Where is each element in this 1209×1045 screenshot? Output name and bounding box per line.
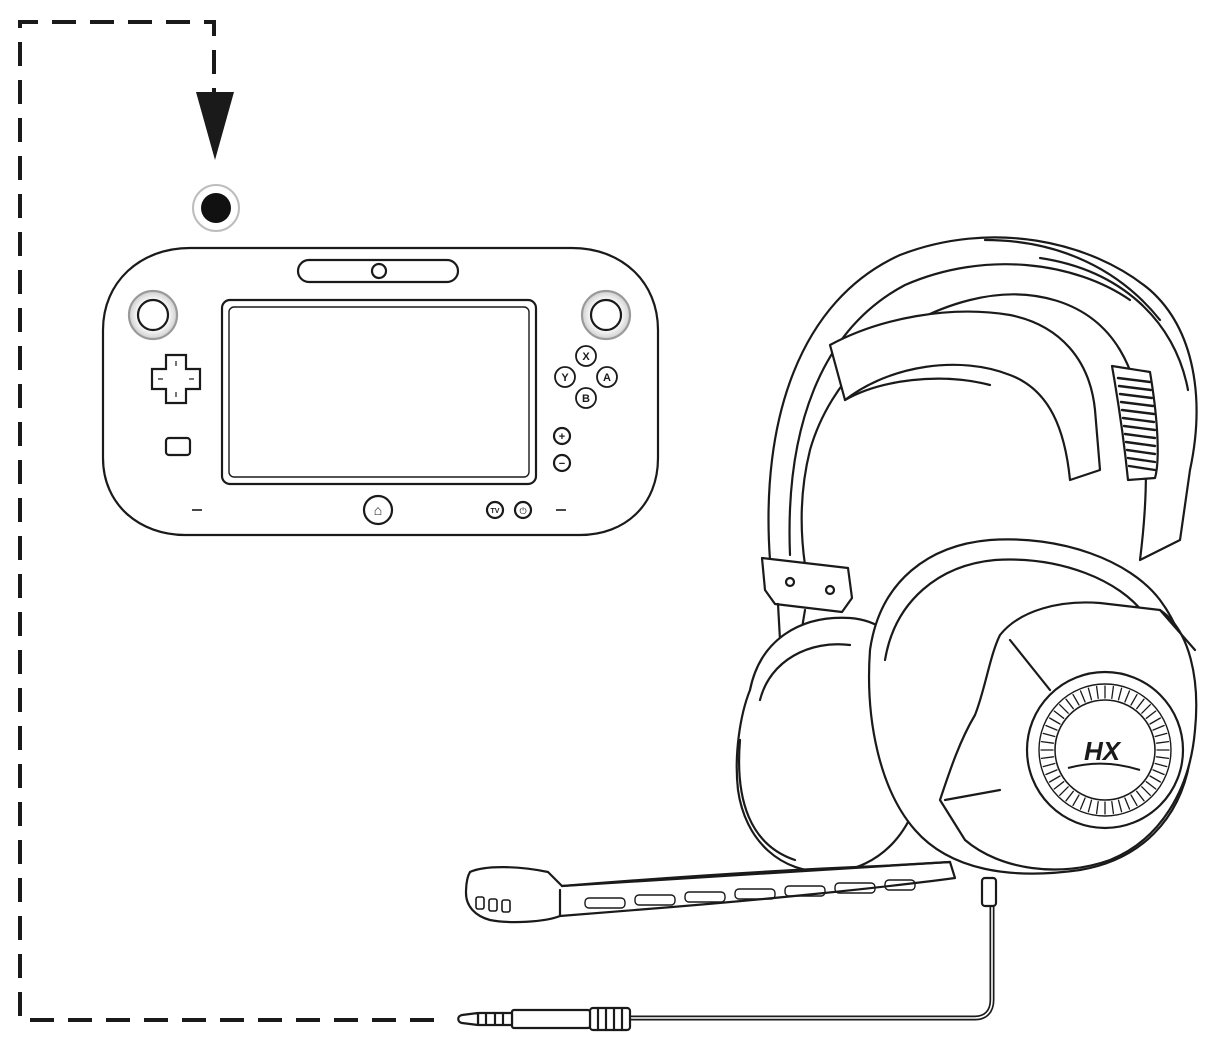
plus-label: +	[559, 431, 565, 443]
tv-label: TV	[491, 508, 500, 515]
grille-tick	[1048, 775, 1061, 783]
grille-tick	[1048, 717, 1061, 725]
dpad-icon	[150, 353, 202, 405]
grille-tick	[1087, 799, 1093, 813]
grille-tick	[1111, 800, 1115, 815]
grille-tick	[1079, 690, 1086, 703]
grille-tick	[1065, 698, 1074, 710]
grille-tick	[1117, 687, 1123, 701]
headset-logo-text: HX	[1084, 736, 1122, 766]
tv-button	[485, 500, 505, 520]
grille-tick	[1155, 756, 1170, 760]
grille-tick	[1065, 790, 1074, 802]
sensor-button	[164, 436, 192, 457]
grille-tick	[1059, 704, 1069, 714]
minus-button	[552, 453, 572, 473]
grille-tick	[1141, 704, 1151, 714]
grille-tick	[1130, 794, 1138, 807]
minus-label: −	[559, 458, 565, 470]
power-label: ⏻	[519, 506, 526, 516]
gamepad-body	[101, 246, 660, 537]
suspension-strap	[828, 310, 1102, 482]
headphone-jack-icon	[192, 184, 240, 232]
grille-tick	[1149, 717, 1162, 725]
grille-tick	[1059, 786, 1069, 796]
grille-tick	[1053, 710, 1065, 719]
headset	[457, 236, 1198, 1032]
grille-tick	[1136, 698, 1145, 710]
grille-tick	[1152, 724, 1165, 731]
right-slider	[1110, 364, 1159, 482]
grille-tick	[1042, 732, 1056, 738]
grille-tick	[1095, 800, 1099, 815]
y-button-label: Y	[561, 372, 569, 384]
grille-tick	[1040, 740, 1055, 744]
grille-tick	[1040, 756, 1055, 760]
power-button	[513, 500, 533, 520]
grille-tick	[1154, 762, 1168, 768]
boom-segments	[584, 879, 916, 909]
left-hinge	[760, 556, 854, 614]
grille-tick	[1145, 710, 1157, 719]
grille-tick	[1042, 762, 1056, 768]
plus-button	[552, 426, 572, 446]
grille-tick	[1149, 775, 1162, 783]
home-button	[362, 494, 394, 526]
grille-tick	[1045, 769, 1058, 776]
grille-tick	[1111, 685, 1115, 700]
gamepad	[101, 246, 660, 537]
grille-tick	[1152, 769, 1165, 776]
arrowhead-icon	[196, 92, 234, 160]
grille-tick	[1141, 786, 1151, 796]
grille-tick	[1072, 693, 1080, 706]
grille-tick	[1072, 794, 1080, 807]
grille-tick	[1079, 797, 1086, 810]
camera-bar	[296, 258, 460, 284]
face-buttons	[554, 345, 618, 409]
grille-tick	[1087, 687, 1093, 701]
camera-icon	[370, 262, 388, 280]
grille-tick	[1117, 799, 1123, 813]
grille-tick	[1124, 797, 1131, 810]
hyperx-logo-icon: HX	[1067, 736, 1141, 771]
grille-tick	[1136, 790, 1145, 802]
gamepad-labels: X Y A B + − ⌂ TV ⏻	[374, 351, 611, 518]
grille-ticks	[1040, 685, 1170, 815]
grille-tick	[1145, 781, 1157, 790]
home-label: ⌂	[374, 502, 382, 518]
grille-tick	[1095, 685, 1099, 700]
x-button-label: X	[582, 351, 590, 363]
grille-tick	[1154, 732, 1168, 738]
right-stick-icon	[580, 289, 632, 341]
grille-tick	[1045, 724, 1058, 731]
grille-tick	[1155, 740, 1170, 744]
grille-tick	[1124, 690, 1131, 703]
grille-tick	[1130, 693, 1138, 706]
gamepad-screen	[220, 298, 538, 486]
connection-path	[18, 20, 445, 1022]
b-button-label: B	[582, 393, 590, 405]
grille-tick	[1053, 781, 1065, 790]
grip-lines	[1116, 376, 1157, 472]
left-stick-icon	[127, 289, 179, 341]
audio-plug-icon	[457, 1006, 632, 1032]
mic-vents	[475, 896, 511, 913]
a-button-label: A	[603, 372, 611, 384]
